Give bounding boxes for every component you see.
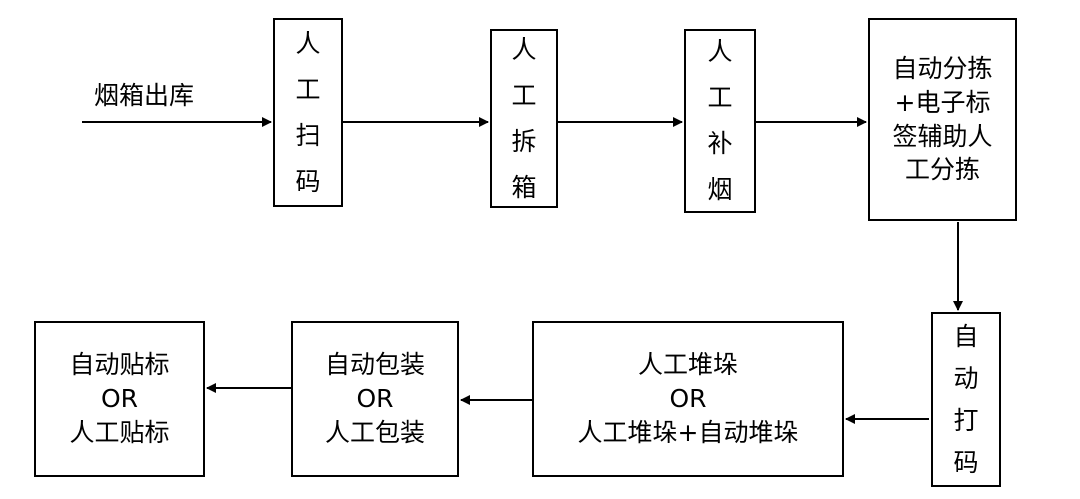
box-text: 动: [953, 363, 979, 393]
box-text: 人: [511, 34, 537, 64]
box-text: 人工堆垛+自动堆垛: [577, 417, 799, 447]
manual-scan-box: 人 工 扫 码: [273, 18, 343, 207]
box-text: OR: [356, 384, 394, 414]
box-text: 拆: [511, 126, 537, 156]
box-text: 人工包装: [324, 417, 425, 447]
box-text: 工: [295, 74, 321, 104]
box-text: 工分拣: [904, 155, 980, 185]
box-text: 码: [295, 166, 321, 196]
manual-unbox-box: 人 工 拆 箱: [490, 29, 558, 208]
box-text: 自动包装: [324, 350, 425, 380]
box-text: 人: [707, 37, 733, 66]
box-text: 自: [953, 321, 979, 351]
box-text: 签辅助人: [892, 121, 993, 151]
box-text: 烟: [707, 175, 733, 204]
box-text: OR: [100, 384, 139, 414]
box-text: 打: [953, 405, 979, 435]
labeling-box: 自动贴标 OR 人工贴标: [34, 321, 205, 477]
manual-refill-box: 人 工 补 烟: [684, 29, 756, 213]
auto-bundle-box: 自 动 打 码: [931, 312, 1001, 487]
box-text: 箱: [511, 172, 537, 202]
box-text: 自动贴标: [69, 350, 170, 380]
stacking-box: 人工堆垛 OR 人工堆垛+自动堆垛: [532, 321, 844, 477]
box-text: 自动分拣: [892, 54, 993, 83]
box-text: 补: [707, 129, 733, 158]
box-text: 工: [707, 83, 733, 112]
packaging-box: 自动包装 OR 人工包装: [291, 321, 459, 477]
start-label: 烟箱出库: [94, 81, 195, 110]
box-text: 人: [295, 28, 321, 58]
box-text: 码: [953, 447, 979, 477]
box-text: 人工贴标: [69, 417, 170, 447]
box-text: 工: [511, 80, 537, 110]
box-text: 人工堆垛: [637, 350, 738, 380]
box-text: OR: [669, 384, 707, 414]
box-text: 扫: [295, 120, 321, 150]
box-text: +电子标: [894, 87, 991, 117]
auto-sort-box: 自动分拣 +电子标 签辅助人 工分拣: [868, 18, 1017, 221]
